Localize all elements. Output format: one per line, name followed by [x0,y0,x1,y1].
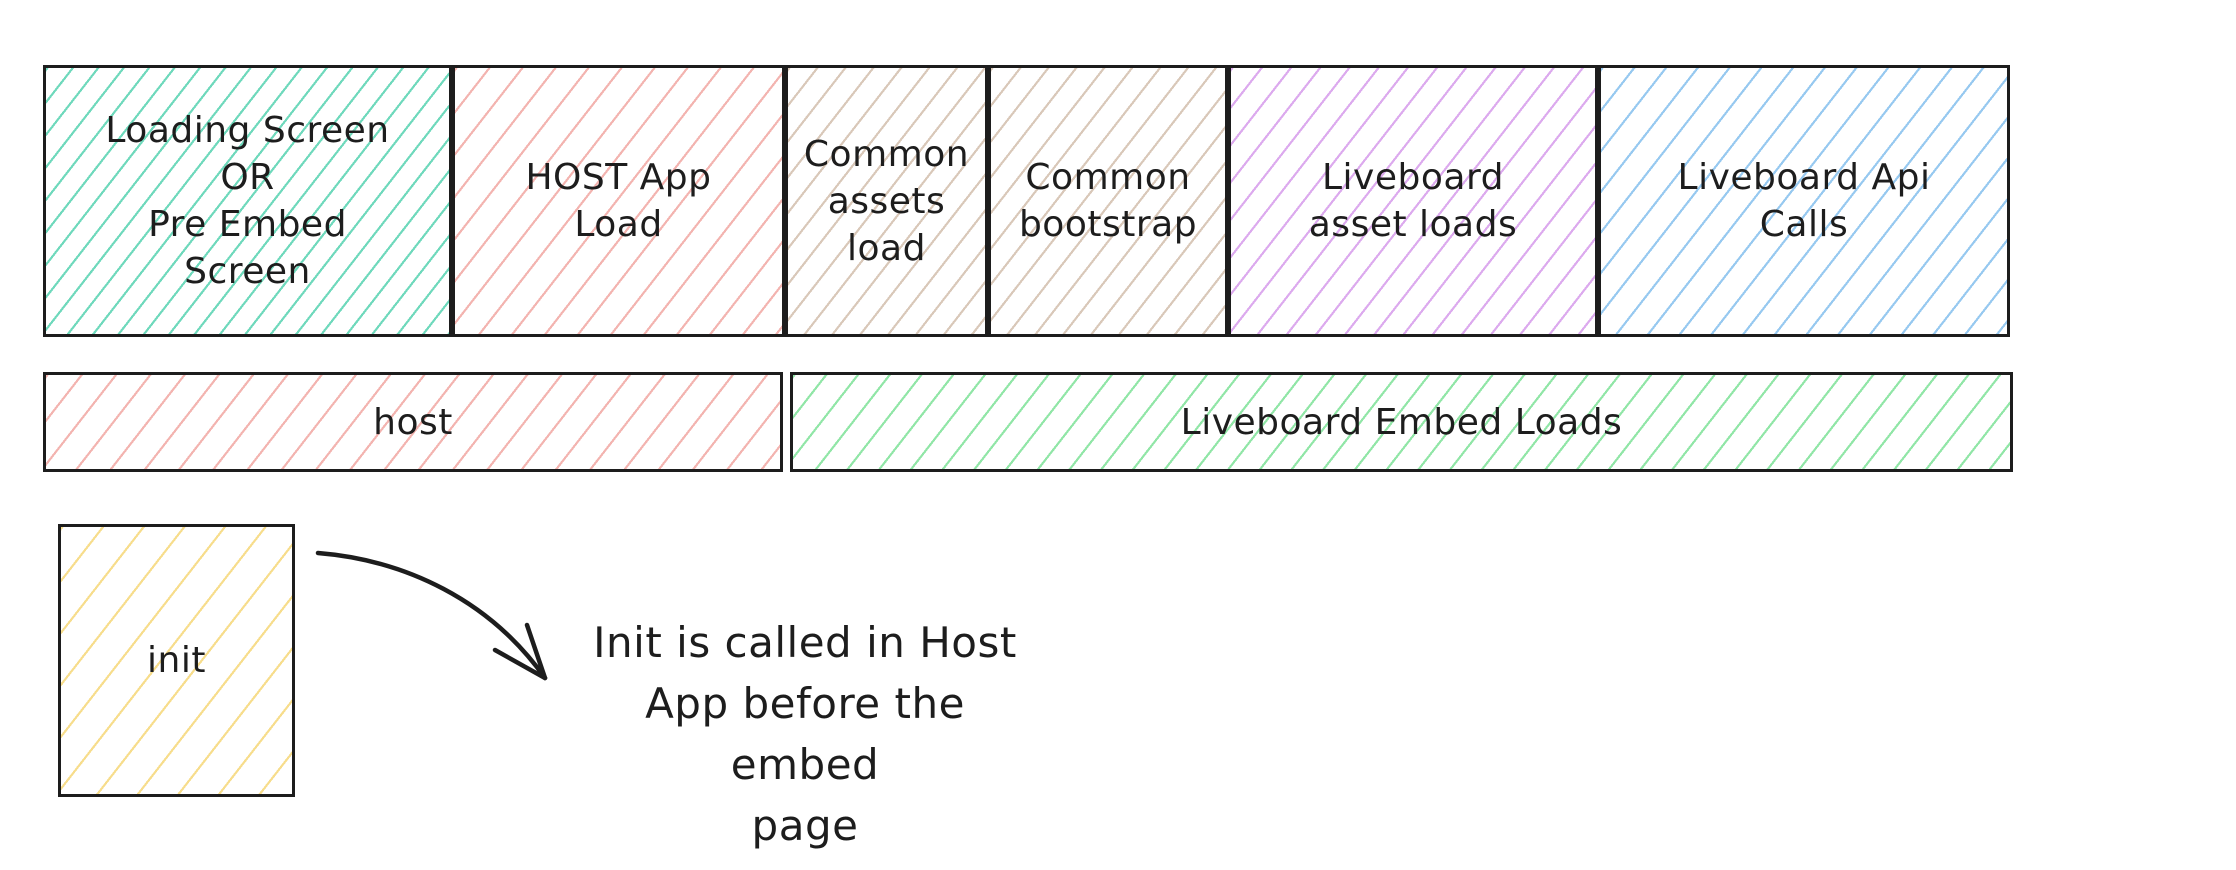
phase-box-host-app-load: HOST App Load [452,65,785,337]
curved-arrow-head-right [524,622,548,681]
curved-arrow-shaft [315,550,548,681]
phase-box-liveboard-api-calls: Liveboard Api Calls [1598,65,2010,337]
phase-label-loading-screen: Loading Screen OR Pre Embed Screen [105,110,390,292]
lane-liveboard-embed-loads: Liveboard Embed Loads [790,372,2013,472]
phase-label-liveboard-asset-loads: Liveboard asset loads [1308,157,1518,245]
lane-label-host: host [373,401,453,443]
phase-label-host-app-load: HOST App Load [525,157,712,245]
init-box: init [58,524,295,797]
phase-label-common-bootstrap: Common bootstrap [1018,157,1198,245]
phase-label-common-assets-load: Common assets load [803,133,970,269]
phase-box-common-assets-load: Common assets load [785,65,988,337]
lane-host: host [43,372,783,472]
phase-box-liveboard-asset-loads: Liveboard asset loads [1228,65,1598,337]
phase-box-common-bootstrap: Common bootstrap [988,65,1228,337]
curved-arrow-head-left [492,647,548,681]
curved-arrow [315,550,548,681]
note-text: Init is called in Host App before the em… [593,618,1017,850]
init-box-label: init [147,640,206,681]
phase-box-loading-screen: Loading Screen OR Pre Embed Screen [43,65,452,337]
lane-label-liveboard-embed-loads: Liveboard Embed Loads [1180,401,1623,443]
phase-label-liveboard-api-calls: Liveboard Api Calls [1677,157,1931,245]
